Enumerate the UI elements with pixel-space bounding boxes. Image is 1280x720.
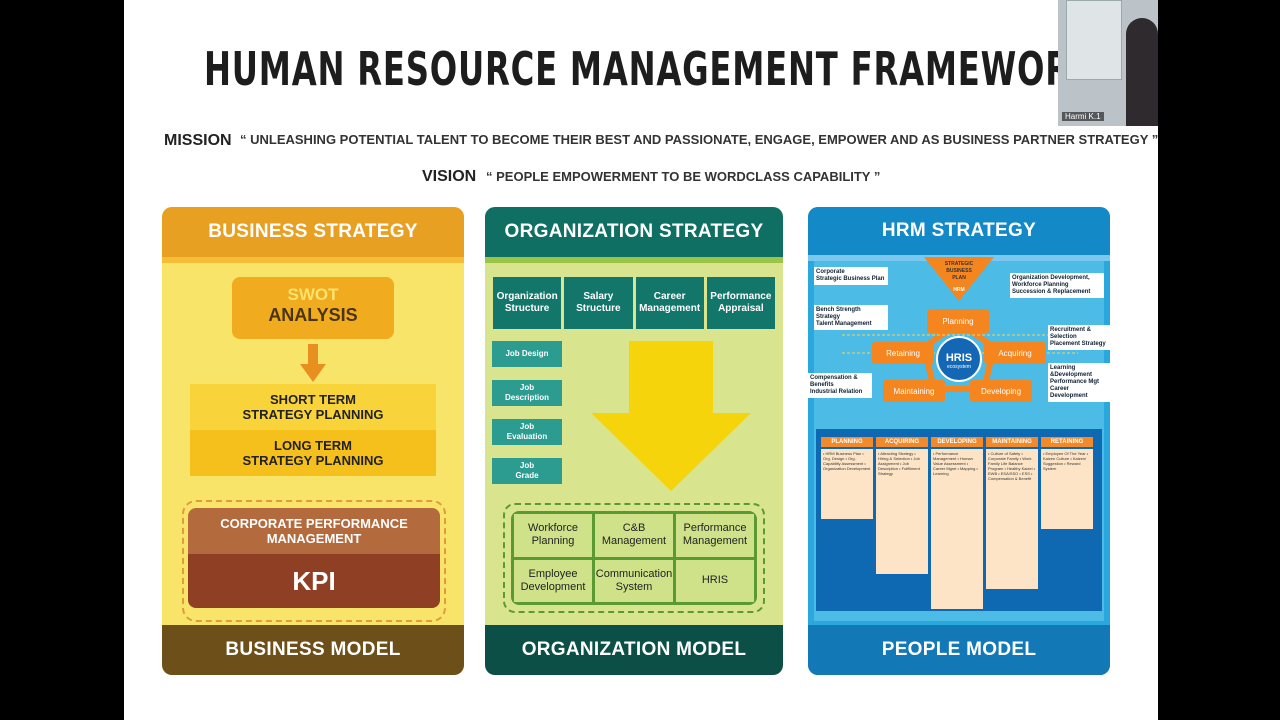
employee-development: Employee Development (514, 559, 592, 602)
performance-dashed-frame (182, 500, 446, 622)
hrm-strategy-panel: HRM STRATEGY STRATEGIC BUSINESS PLAN HRM… (808, 207, 1110, 675)
speaker-silhouette (1126, 18, 1158, 126)
org-grid-dashed-frame (503, 503, 765, 613)
long-term-planning: LONG TERM STRATEGY PLANNING (190, 430, 436, 476)
hrm-cycle-diagram: STRATEGIC BUSINESS PLAN HRM HRIS ecosyst… (842, 257, 1078, 402)
cb-management: C&B Management (595, 514, 673, 557)
developing-node (970, 380, 1032, 402)
job-description: Job Description (492, 380, 562, 406)
planning-text: Planning (942, 317, 973, 326)
table-cell: • Performance Management • Human Value A… (931, 449, 983, 609)
learning-label: Learning &Development Performance Mgt Ca… (1048, 363, 1110, 402)
kpi-box: KPI (188, 554, 440, 608)
business-model-footer: BUSINESS MODEL (162, 625, 464, 675)
participant-name-tag: Harmi K.1 (1062, 112, 1104, 121)
header-stripe (162, 257, 464, 263)
performance-appraisal-cell: Performance Appraisal (706, 277, 775, 329)
strategic-plan-triangle (924, 257, 994, 301)
hris-circle (936, 336, 982, 382)
organization-strategy-panel: ORGANIZATION STRATEGY Organization Struc… (485, 207, 783, 675)
yellow-down-arrow-icon (591, 341, 751, 491)
header-stripe (485, 257, 783, 263)
background-board (1066, 0, 1122, 80)
table-header: RETAINING (1041, 437, 1093, 447)
slide-title: HUMAN RESOURCE MANAGEMENT FRAMEWORKS (204, 42, 1121, 96)
org-development-label: Organization Development, Workforce Plan… (1010, 273, 1104, 298)
job-evaluation: Job Evaluation (492, 419, 562, 445)
table-column-maintaining: MAINTAINING • Culture of Safety • Corpor… (986, 437, 1038, 589)
hris: HRIS (676, 559, 754, 602)
analysis-label: ANALYSIS (268, 305, 358, 325)
bench-strength-label: Bench Strength Strategy Talent Managemen… (814, 305, 888, 330)
recruitment-label: Recruitment & Selection Placement Strate… (1048, 325, 1110, 350)
planning-node (927, 309, 989, 333)
org-structure-cell: Organization Structure (493, 277, 562, 329)
table-column-planning: PLANNING • HRM Business Plan • Org. Desi… (821, 437, 873, 587)
job-grade: Job Grade (492, 458, 562, 484)
career-management-cell: Career Management (635, 277, 704, 329)
mission-text: “ UNLEASHING POTENTIAL TALENT TO BECOME … (240, 132, 1158, 147)
hrm-strategy-header: HRM STRATEGY (808, 207, 1110, 255)
table-header: MAINTAINING (986, 437, 1038, 447)
hris-label: HRIS (946, 352, 972, 364)
org-structure-row: Organization Structure Salary Structure … (493, 277, 775, 329)
acquiring-text: Acquiring (998, 349, 1031, 358)
acquiring-node (984, 342, 1046, 364)
business-strategy-panel: BUSINESS STRATEGY SWOT ANALYSIS SHORT TE… (162, 207, 464, 675)
strategic-plan-label: STRATEGIC (945, 261, 974, 267)
webcam-thumbnail[interactable]: Harmi K.1 (1058, 0, 1158, 126)
table-cell: • Attracting Strategy • Hiring & Selecti… (876, 449, 928, 574)
maintaining-text: Maintaining (894, 387, 935, 396)
salary-structure-cell: Salary Structure (564, 277, 633, 329)
table-column-acquiring: ACQUIRING • Attracting Strategy • Hiring… (876, 437, 928, 587)
hrm-tag: HRM (953, 287, 964, 293)
people-model-footer: PEOPLE MODEL (808, 625, 1110, 675)
workforce-planning: Workforce Planning (514, 514, 592, 557)
table-cell: • Culture of Safety • Corporate Family •… (986, 449, 1038, 589)
right-black-margin (1158, 0, 1280, 720)
hris-sub-label: ecosystem (947, 364, 971, 370)
table-column-developing: DEVELOPING • Performance Management • Hu… (931, 437, 983, 609)
svg-text:BUSINESS: BUSINESS (946, 268, 972, 274)
corporate-performance-management: CORPORATE PERFORMANCE MANAGEMENT (188, 508, 440, 554)
table-header: DEVELOPING (931, 437, 983, 447)
organization-strategy-header: ORGANIZATION STRATEGY (485, 207, 783, 257)
table-column-retaining: RETAINING • Employee Of The Year • Kaize… (1041, 437, 1093, 587)
table-header: ACQUIRING (876, 437, 928, 447)
table-cell: • Employee Of The Year • Kaizen Culture … (1041, 449, 1093, 529)
performance-management: Performance Management (676, 514, 754, 557)
business-strategy-header: BUSINESS STRATEGY (162, 207, 464, 257)
communication-system: Communication System (595, 559, 673, 602)
down-arrow-icon (300, 344, 326, 382)
compensation-label: Compensation & Benefits Industrial Relat… (808, 373, 872, 398)
left-black-margin (0, 0, 124, 720)
short-term-planning: SHORT TERM STRATEGY PLANNING (190, 384, 436, 430)
retaining-text: Retaining (886, 349, 920, 358)
swot-label: SWOT (287, 285, 339, 304)
corporate-plan-label: Corporate Strategic Business Plan (814, 267, 888, 285)
table-cell: • HRM Business Plan • Org. Design • Org.… (821, 449, 873, 519)
mission-label: MISSION (164, 132, 232, 149)
retaining-node (872, 342, 934, 364)
vision-text: “ PEOPLE EMPOWERMENT TO BE WORDCLASS CAP… (486, 169, 881, 184)
job-design: Job Design (492, 341, 562, 367)
developing-text: Developing (981, 387, 1021, 396)
swot-analysis-box: SWOT ANALYSIS (232, 277, 394, 339)
maintaining-node (883, 380, 945, 402)
table-header: PLANNING (821, 437, 873, 447)
org-function-grid: Workforce Planning C&B Management Perfor… (511, 511, 757, 605)
organization-model-footer: ORGANIZATION MODEL (485, 625, 783, 675)
vision-label: VISION (422, 168, 477, 185)
presentation-slide: HUMAN RESOURCE MANAGEMENT FRAMEWORKS MIS… (124, 0, 1158, 720)
svg-text:PLAN: PLAN (952, 275, 966, 281)
